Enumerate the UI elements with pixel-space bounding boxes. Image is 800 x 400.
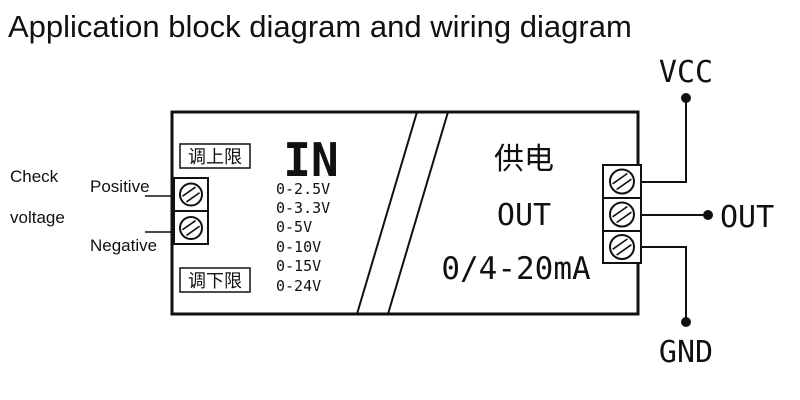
vcc-screw-icon bbox=[609, 168, 635, 195]
out-label: OUT bbox=[720, 200, 774, 235]
output-range-label: 0/4-20mA bbox=[441, 251, 591, 287]
voltage-label: voltage bbox=[10, 208, 65, 227]
gnd-label: GND bbox=[659, 335, 713, 370]
diagram-title: Application block diagram and wiring dia… bbox=[8, 9, 632, 44]
lower-limit-label: 调下限 bbox=[188, 271, 242, 292]
positive-screw-icon bbox=[179, 182, 203, 207]
lower-limit-adjust: 调下限 bbox=[179, 267, 251, 293]
gnd-screw-icon bbox=[609, 234, 635, 260]
vcc-label: VCC bbox=[659, 55, 713, 90]
negative-screw-icon bbox=[179, 216, 203, 240]
module-out-label: OUT bbox=[497, 198, 551, 233]
input-range-item: 0-3.3V bbox=[276, 199, 330, 217]
gnd-wire bbox=[641, 246, 687, 322]
upper-limit-adjust: 调上限 bbox=[179, 143, 251, 169]
input-range-item: 0-2.5V bbox=[276, 180, 330, 198]
input-range-list: 0-2.5V 0-3.3V 0-5V 0-10V 0-15V 0-24V bbox=[276, 180, 330, 295]
separator-line-right bbox=[387, 111, 449, 315]
out-terminal-dot bbox=[703, 210, 713, 220]
input-range-item: 0-24V bbox=[276, 277, 321, 295]
output-terminal-block bbox=[602, 164, 642, 264]
power-supply-label: 供电 bbox=[494, 142, 554, 177]
positive-label: Positive bbox=[90, 177, 150, 196]
input-terminal-block bbox=[173, 177, 209, 245]
gnd-terminal-dot bbox=[681, 317, 691, 327]
input-range-item: 0-10V bbox=[276, 238, 321, 256]
out-screw-icon bbox=[609, 201, 635, 228]
separator-line-left bbox=[356, 111, 418, 315]
in-label: IN bbox=[283, 133, 338, 187]
input-range-item: 0-15V bbox=[276, 257, 321, 275]
upper-limit-label: 调上限 bbox=[188, 147, 242, 168]
input-range-item: 0-5V bbox=[276, 218, 312, 236]
check-label: Check bbox=[10, 167, 59, 186]
vcc-wire bbox=[641, 98, 687, 183]
negative-label: Negative bbox=[90, 236, 157, 255]
vcc-terminal-dot bbox=[681, 93, 691, 103]
